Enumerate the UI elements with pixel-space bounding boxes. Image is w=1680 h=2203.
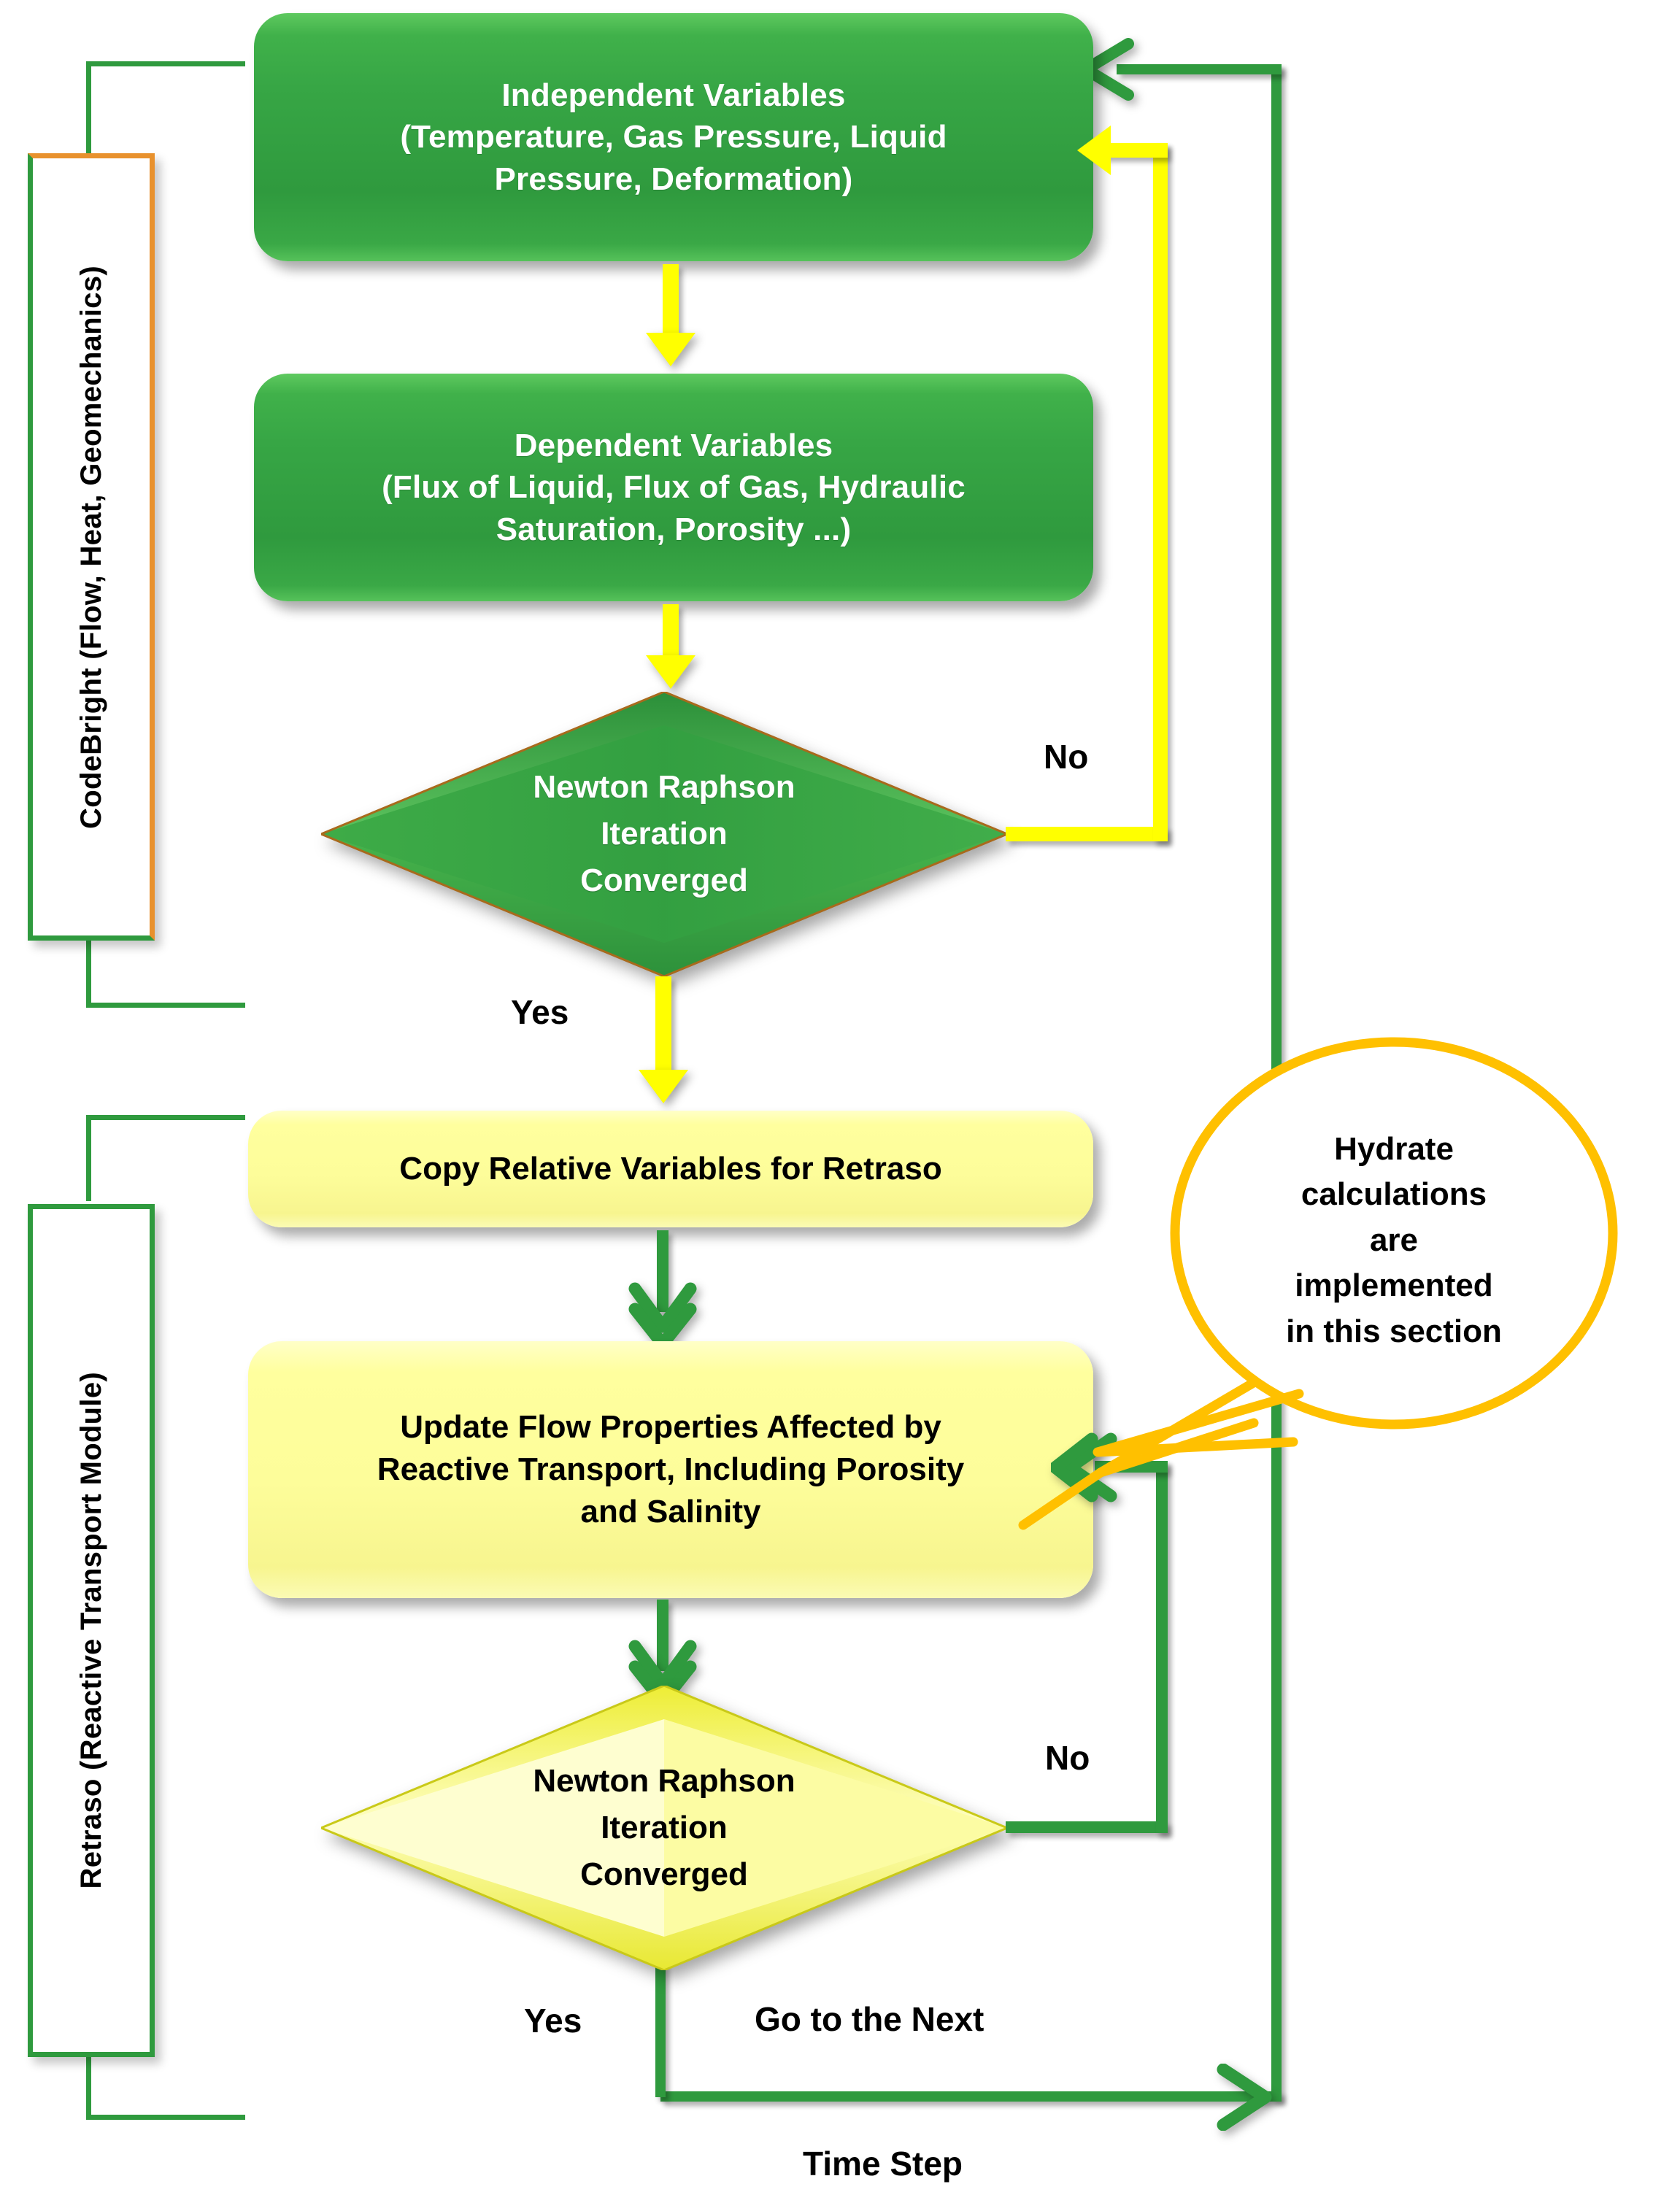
arrow-copy-to-update-shaft	[657, 1230, 668, 1312]
yes-upper-arrowhead	[639, 1070, 688, 1103]
module-label-codebright-text: CodeBright (Flow, Heat, Geomechanics)	[74, 265, 107, 829]
codebright-bracket-vert2	[86, 928, 91, 1008]
edge-label-no-lower: No	[1045, 1739, 1090, 1777]
node-independent-variables-line1: Independent Variables	[501, 77, 846, 114]
no-upper-vertical	[1153, 143, 1168, 841]
node-dependent-variables-line2: (Flux of Liquid, Flux of Gas, Hydraulic	[382, 469, 966, 506]
yes-upper-shaft	[655, 976, 671, 1083]
retraso-bracket-vert2	[86, 2043, 91, 2120]
arrow-independent-to-dependent-head	[646, 333, 695, 366]
arrow-dependent-to-decision-head	[646, 655, 695, 689]
module-label-codebright: CodeBright (Flow, Heat, Geomechanics)	[28, 153, 155, 941]
yes-lower-vertical	[655, 1963, 666, 2097]
arrow-update-to-decision-shaft	[657, 1600, 668, 1671]
edge-label-goto-next-line2: Time Step	[803, 2145, 963, 2183]
node-newton-raphson-lower[interactable]: Newton Raphson Iteration Converged	[321, 1686, 1007, 1970]
retraso-bracket-vert	[86, 1115, 91, 1201]
codebright-bracket-vert	[86, 61, 91, 159]
node-independent-variables-line2: (Temperature, Gas Pressure, Liquid	[400, 119, 947, 155]
edge-label-goto-next-line1: Go to the Next	[755, 2000, 985, 2038]
node-update-flow-properties[interactable]: Update Flow Properties Affected by React…	[248, 1341, 1093, 1598]
callout-tail	[1093, 1389, 1304, 1457]
node-update-flow-properties-line3: and Salinity	[580, 1494, 761, 1530]
node-independent-variables-line3: Pressure, Deformation)	[494, 161, 853, 197]
outer-loop-top-horizontal	[1117, 64, 1282, 74]
codebright-bracket-top	[86, 61, 245, 66]
node-independent-variables[interactable]: Independent Variables (Temperature, Gas …	[254, 13, 1093, 261]
edge-label-yes-lower: Yes	[524, 2002, 582, 2040]
arrow-copy-to-update-head	[628, 1282, 697, 1349]
node-dependent-variables-line1: Dependent Variables	[514, 428, 833, 464]
outer-loop-bottom-arrowhead	[1217, 2064, 1272, 2131]
no-lower-vertical	[1156, 1461, 1168, 1833]
arrow-independent-to-dependent-shaft	[663, 264, 679, 342]
codebright-bracket-bottom	[86, 1003, 245, 1008]
module-label-retraso-text: Retraso (Reactive Transport Module)	[74, 1372, 107, 1889]
no-lower-horizontal	[1006, 1821, 1168, 1833]
node-update-flow-properties-line1: Update Flow Properties Affected by	[400, 1408, 941, 1445]
node-dependent-variables-line3: Saturation, Porosity ...)	[496, 511, 852, 547]
outer-loop-bottom-horizontal	[660, 2091, 1282, 2102]
node-copy-relative-variables-line1: Copy Relative Variables for Retraso	[399, 1150, 942, 1187]
edge-label-no-upper: No	[1044, 738, 1089, 776]
retraso-bracket-top	[86, 1115, 245, 1120]
arrow-dependent-to-decision-shaft	[663, 604, 679, 661]
no-upper-top-horizontal	[1095, 143, 1168, 158]
no-upper-horizontal	[1006, 827, 1168, 841]
retraso-bracket-bottom	[86, 2115, 245, 2120]
node-dependent-variables[interactable]: Dependent Variables (Flux of Liquid, Flu…	[254, 374, 1093, 601]
node-update-flow-properties-line2: Reactive Transport, Including Porosity	[377, 1451, 965, 1487]
node-copy-relative-variables[interactable]: Copy Relative Variables for Retraso	[248, 1111, 1093, 1227]
edge-label-yes-upper: Yes	[511, 993, 569, 1031]
module-label-retraso: Retraso (Reactive Transport Module)	[28, 1204, 155, 2057]
no-upper-arrowhead	[1077, 126, 1111, 175]
node-newton-raphson-upper[interactable]: Newton Raphson Iteration Converged	[321, 692, 1007, 976]
